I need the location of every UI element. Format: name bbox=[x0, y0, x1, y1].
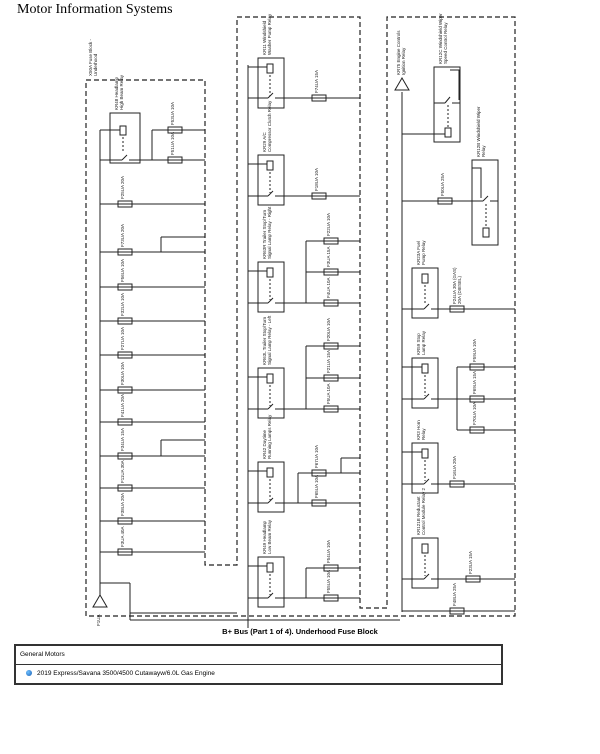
svg-text:KR3 Horn: KR3 Horn bbox=[416, 420, 421, 440]
svg-text:Ignition Relay: Ignition Relay bbox=[401, 47, 406, 75]
svg-text:F16UA 20A: F16UA 20A bbox=[452, 456, 457, 479]
svg-text:KR49 Headlamp: KR49 Headlamp bbox=[262, 520, 267, 554]
svg-text:KR11 Windshield: KR11 Windshield bbox=[262, 20, 267, 55]
svg-text:Running Lamps Relay: Running Lamps Relay bbox=[267, 414, 272, 459]
svg-text:F22UA 10A: F22UA 10A bbox=[326, 213, 331, 236]
fuse-block-label: X50A Fuse Block - bbox=[88, 38, 93, 76]
svg-text:F20UA 10A: F20UA 10A bbox=[326, 318, 331, 341]
vehicle-info-table: General Motors 2019 Express/Savana 3500/… bbox=[14, 644, 503, 685]
svg-text:Lamp Relay: Lamp Relay bbox=[421, 330, 426, 355]
svg-text:Low Beam Relay: Low Beam Relay bbox=[267, 519, 272, 554]
svg-text:F48UA 25A: F48UA 25A bbox=[452, 583, 457, 606]
bullet-icon bbox=[26, 670, 32, 677]
vehicle-row[interactable]: 2019 Express/Savana 3500/4500 Cutawayw/6… bbox=[16, 665, 501, 683]
svg-text:Washer Pump Relay: Washer Pump Relay bbox=[267, 13, 272, 55]
svg-text:F54UA 10A: F54UA 10A bbox=[326, 540, 331, 563]
svg-text:F41UA 20A: F41UA 20A bbox=[120, 394, 125, 417]
svg-text:F73UA 20A: F73UA 20A bbox=[120, 224, 125, 247]
svg-text:F23UA 15A: F23UA 15A bbox=[468, 551, 473, 574]
svg-text:F27UA 10A: F27UA 10A bbox=[120, 327, 125, 350]
svg-text:Speed Control Relay: Speed Control Relay bbox=[443, 22, 448, 64]
svg-text:Compressor Clutch Relay: Compressor Clutch Relay bbox=[267, 100, 272, 152]
svg-text:F5UA 10A: F5UA 10A bbox=[326, 383, 331, 404]
svg-text:F30UA 10A: F30UA 10A bbox=[120, 362, 125, 385]
svg-text:Underhood: Underhood bbox=[93, 53, 98, 76]
svg-text:F59UA 10A: F59UA 10A bbox=[472, 339, 477, 362]
svg-text:F3UA 15A: F3UA 15A bbox=[326, 246, 331, 267]
svg-text:F18UA 10A: F18UA 10A bbox=[314, 168, 319, 191]
svg-text:F25UA 20A: F25UA 20A bbox=[120, 176, 125, 199]
svg-text:KR12B Windshield Wiper: KR12B Windshield Wiper bbox=[476, 106, 481, 157]
svg-text:Signal Lamp Relay - Right: Signal Lamp Relay - Right bbox=[267, 206, 272, 259]
svg-text:20A (DIESEL): 20A (DIESEL) bbox=[457, 275, 462, 304]
svg-text:F74UA 15A: F74UA 15A bbox=[314, 70, 319, 93]
svg-text:F4UA 10A: F4UA 10A bbox=[326, 277, 331, 298]
svg-text:F51UA 10A: F51UA 10A bbox=[170, 132, 175, 155]
svg-text:KR63R Trailer Stop/Turn: KR63R Trailer Stop/Turn bbox=[262, 209, 267, 259]
svg-text:F3UA 40A: F3UA 40A bbox=[120, 526, 125, 547]
svg-text:Signal Lamp Relay - Left: Signal Lamp Relay - Left bbox=[267, 315, 272, 365]
svg-text:High Beam Relay: High Beam Relay bbox=[119, 74, 124, 110]
svg-text:KR59 Stop: KR59 Stop bbox=[416, 333, 421, 355]
svg-text:F1UA: F1UA bbox=[96, 614, 101, 626]
svg-text:F69UA 15A: F69UA 15A bbox=[472, 371, 477, 394]
svg-text:F24UA 30A (GAS): F24UA 30A (GAS) bbox=[452, 267, 457, 304]
svg-text:F11UA 30A: F11UA 30A bbox=[120, 460, 125, 483]
svg-text:KR29 A/C: KR29 A/C bbox=[262, 131, 267, 152]
svg-text:KR12C Windshield Wiper: KR12C Windshield Wiper bbox=[438, 13, 443, 64]
svg-text:F53UA 10A: F53UA 10A bbox=[170, 102, 175, 125]
wiring-diagram: X50A Fuse Block - Underhood KR48 Headlam… bbox=[85, 13, 516, 628]
svg-text:F56UA 10A: F56UA 10A bbox=[120, 259, 125, 282]
svg-text:F67UA 10A: F67UA 10A bbox=[314, 445, 319, 468]
svg-text:F70UA 10A: F70UA 10A bbox=[472, 402, 477, 425]
diagram-caption: B+ Bus (Part 1 of 4). Underhood Fuse Blo… bbox=[222, 627, 378, 636]
svg-text:Relay: Relay bbox=[421, 428, 426, 440]
svg-text:F38UA 20A: F38UA 20A bbox=[120, 493, 125, 516]
svg-text:F34UA 15A: F34UA 15A bbox=[120, 428, 125, 451]
relay-label: KR48 Headlamp bbox=[114, 76, 119, 110]
svg-text:KR42 Daytime: KR42 Daytime bbox=[262, 429, 267, 459]
svg-text:KR121B Reductant: KR121B Reductant bbox=[416, 496, 421, 535]
svg-text:KR63L Trailer Stop/Turn: KR63L Trailer Stop/Turn bbox=[262, 316, 267, 365]
svg-text:F32UA 10A: F32UA 10A bbox=[120, 293, 125, 316]
svg-text:KR23A Fuel: KR23A Fuel bbox=[416, 241, 421, 265]
manufacturer-label: General Motors bbox=[20, 651, 65, 658]
svg-text:Control Module Relay 2: Control Module Relay 2 bbox=[421, 487, 426, 535]
svg-text:F55UA 10A: F55UA 10A bbox=[326, 570, 331, 593]
svg-text:F65UA 10A: F65UA 10A bbox=[314, 475, 319, 498]
svg-text:F21UA 15A: F21UA 15A bbox=[326, 350, 331, 373]
svg-text:Relay: Relay bbox=[481, 145, 486, 157]
svg-text:KR75 Engine Controls: KR75 Engine Controls bbox=[396, 30, 401, 75]
manufacturer-row: General Motors bbox=[16, 646, 501, 665]
svg-text:Pump Relay: Pump Relay bbox=[421, 240, 426, 265]
svg-text:F50UA 25A: F50UA 25A bbox=[440, 173, 445, 196]
vehicle-label[interactable]: 2019 Express/Savana 3500/4500 Cutawayw/6… bbox=[37, 670, 215, 677]
page-title: Motor Information Systems bbox=[17, 2, 173, 17]
